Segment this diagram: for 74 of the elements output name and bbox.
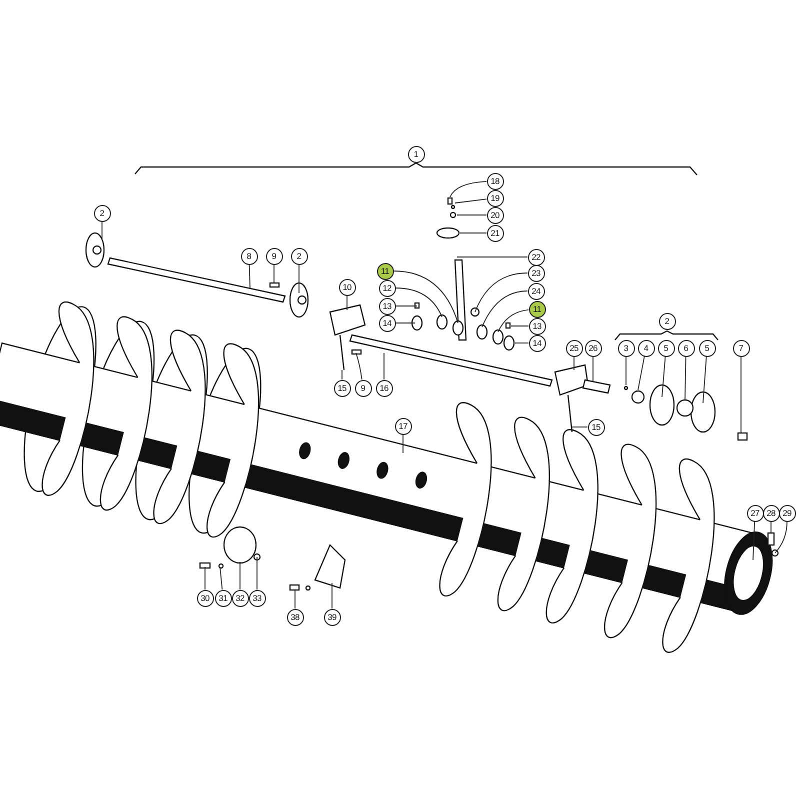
callout-number: 5 xyxy=(658,340,674,356)
callout-number: 10 xyxy=(338,278,356,296)
callout-number: 15 xyxy=(588,418,604,436)
leader-line xyxy=(356,352,362,380)
callout-number: 38 xyxy=(286,608,304,626)
leader-line xyxy=(395,288,442,318)
callout-number: 16 xyxy=(376,380,392,396)
callout-number: 11 xyxy=(528,300,546,318)
leader-line xyxy=(248,264,250,288)
callout-number: 27 xyxy=(746,504,764,522)
callout-number: 20 xyxy=(486,206,504,224)
leader-line xyxy=(256,556,258,590)
leader-line xyxy=(770,521,772,534)
leader-line xyxy=(402,434,404,454)
leader-line xyxy=(456,256,528,258)
callout-number: 11 xyxy=(376,262,394,280)
leader-line xyxy=(298,264,300,294)
callout-number: 2 xyxy=(290,248,308,264)
leader-line xyxy=(774,521,788,554)
callout-number: 13 xyxy=(378,298,396,314)
leader-line xyxy=(592,356,594,382)
leader-line xyxy=(572,426,588,428)
leader-line xyxy=(684,356,686,400)
leader-line xyxy=(460,232,487,234)
callout-number: 17 xyxy=(394,418,412,434)
callout-number: 25 xyxy=(566,340,582,356)
leader-line xyxy=(662,356,666,398)
leader-line xyxy=(498,309,529,332)
callout-number: 6 xyxy=(678,340,694,356)
callout-number: 31 xyxy=(214,590,232,606)
leader-line xyxy=(346,295,348,310)
callout-number: 32 xyxy=(232,590,248,606)
callout-number: 9 xyxy=(354,380,372,396)
callout-number: 13 xyxy=(528,318,546,334)
callout-number: 19 xyxy=(486,190,504,206)
leader-line xyxy=(220,566,223,590)
leader-line xyxy=(294,590,296,609)
callout-number: 14 xyxy=(528,334,546,352)
callout-number: 4 xyxy=(638,340,654,356)
leader-line xyxy=(514,342,529,344)
leader-line xyxy=(474,272,528,312)
callout-number: 26 xyxy=(584,340,602,356)
leader-line xyxy=(454,198,488,204)
callout-number: 2 xyxy=(658,312,676,330)
leader-line xyxy=(752,521,756,560)
leader-line xyxy=(395,322,416,324)
callout-number: 24 xyxy=(528,282,544,300)
callout-number: 1 xyxy=(408,146,424,162)
leader-line xyxy=(638,356,645,390)
callout-number: 33 xyxy=(248,590,266,606)
callout-number: 21 xyxy=(486,224,504,242)
callout-number: 9 xyxy=(266,248,282,264)
callout-number: 14 xyxy=(378,314,396,332)
leader-line xyxy=(702,356,707,404)
callout-number: 8 xyxy=(240,248,258,264)
leader-line xyxy=(456,214,487,216)
leader-line xyxy=(740,356,742,434)
callout-number: 22 xyxy=(528,248,544,266)
leader-line xyxy=(482,290,528,328)
leader-line xyxy=(450,180,487,198)
callout-number: 7 xyxy=(732,340,750,356)
callout-number: 3 xyxy=(618,340,634,356)
callout-number: 23 xyxy=(528,264,544,282)
callout-number: 12 xyxy=(378,280,396,296)
callout-number: 30 xyxy=(196,590,214,606)
callout-number: 39 xyxy=(324,608,340,626)
callout-number: 18 xyxy=(486,172,504,190)
callout-number: 5 xyxy=(698,340,716,356)
callout-number: 2 xyxy=(94,204,110,222)
callout-number: 28 xyxy=(762,504,780,522)
callout-number: 15 xyxy=(334,380,350,396)
callout-number: 29 xyxy=(778,504,796,522)
leader-line xyxy=(393,270,458,324)
leader-line xyxy=(204,566,206,590)
